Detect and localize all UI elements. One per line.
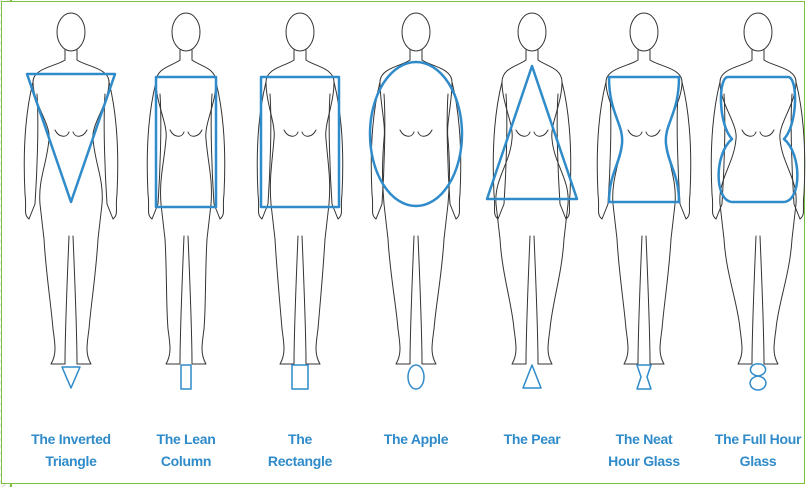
head xyxy=(518,13,546,51)
torso-right xyxy=(192,60,216,239)
label-line-1: The Full Hour xyxy=(704,428,808,450)
leg-left xyxy=(724,236,756,364)
label-full-hour-glass: The Full Hour Glass xyxy=(704,428,808,472)
overlay-rectangle xyxy=(261,77,339,207)
head xyxy=(286,13,314,51)
hourglass-icon xyxy=(637,365,651,389)
symbols-row xyxy=(62,364,766,390)
leg-right xyxy=(188,236,207,364)
rectangle-icon xyxy=(292,365,308,389)
label-line-1: The Pear xyxy=(478,428,586,450)
body-figure xyxy=(257,13,342,364)
overlay-lean-column xyxy=(156,77,216,207)
label-line-2: Column xyxy=(132,450,240,472)
overlay-pear xyxy=(487,66,577,199)
narrow-rectangle-icon xyxy=(181,365,191,389)
bust xyxy=(170,130,202,136)
leg-left xyxy=(617,236,642,364)
leg-right xyxy=(646,236,671,364)
label-line-1: The xyxy=(246,428,354,450)
leg-left xyxy=(275,236,298,364)
leg-right xyxy=(760,236,792,364)
head xyxy=(630,13,658,51)
label-line-2: Rectangle xyxy=(246,450,354,472)
body-figure xyxy=(597,13,690,364)
body-figure xyxy=(24,13,117,364)
head xyxy=(744,13,772,51)
label-line-1: The Apple xyxy=(362,428,470,450)
head xyxy=(172,13,200,51)
overlay-apple xyxy=(370,62,462,206)
figure-eight-icon xyxy=(750,364,766,390)
body-figure xyxy=(711,13,804,364)
label-line-1: The Inverted xyxy=(17,428,125,450)
torso-left xyxy=(156,60,180,239)
bust xyxy=(55,130,87,136)
body-figure xyxy=(147,13,224,364)
leg-left xyxy=(44,236,69,364)
label-line-2: Triangle xyxy=(17,450,125,472)
triangle-icon xyxy=(523,365,541,388)
bust xyxy=(516,130,548,136)
label-rectangle: The Rectangle xyxy=(246,428,354,472)
leg-left xyxy=(388,236,414,364)
head xyxy=(57,13,85,51)
overlay-neat-hour-glass xyxy=(609,77,679,202)
label-pear: The Pear xyxy=(478,428,586,450)
label-neat-hour-glass: The Neat Hour Glass xyxy=(590,428,698,472)
bust xyxy=(284,130,316,136)
label-line-1: The Neat xyxy=(590,428,698,450)
overlay-full-hour-glass xyxy=(719,77,798,202)
leg-left xyxy=(165,236,184,364)
label-line-1: The Lean xyxy=(132,428,240,450)
oval-icon xyxy=(408,365,424,389)
label-line-2: Glass xyxy=(704,450,808,472)
bust xyxy=(628,130,660,136)
leg-right xyxy=(302,236,325,364)
label-inverted-triangle: The Inverted Triangle xyxy=(17,428,125,472)
inverted-triangle-icon xyxy=(62,367,80,388)
head xyxy=(402,13,430,51)
leg-right xyxy=(534,236,564,364)
figures-canvas xyxy=(14,4,808,424)
label-lean-column: The Lean Column xyxy=(132,428,240,472)
label-line-2: Hour Glass xyxy=(590,450,698,472)
label-apple: The Apple xyxy=(362,428,470,450)
body-shapes-diagram: The Inverted Triangle The Lean Column Th… xyxy=(14,4,808,487)
overlay-inverted-triangle xyxy=(27,74,115,202)
bust xyxy=(742,130,774,136)
leg-right xyxy=(418,236,444,364)
bust xyxy=(400,130,432,136)
leg-right xyxy=(73,236,98,364)
leg-left xyxy=(500,236,530,364)
